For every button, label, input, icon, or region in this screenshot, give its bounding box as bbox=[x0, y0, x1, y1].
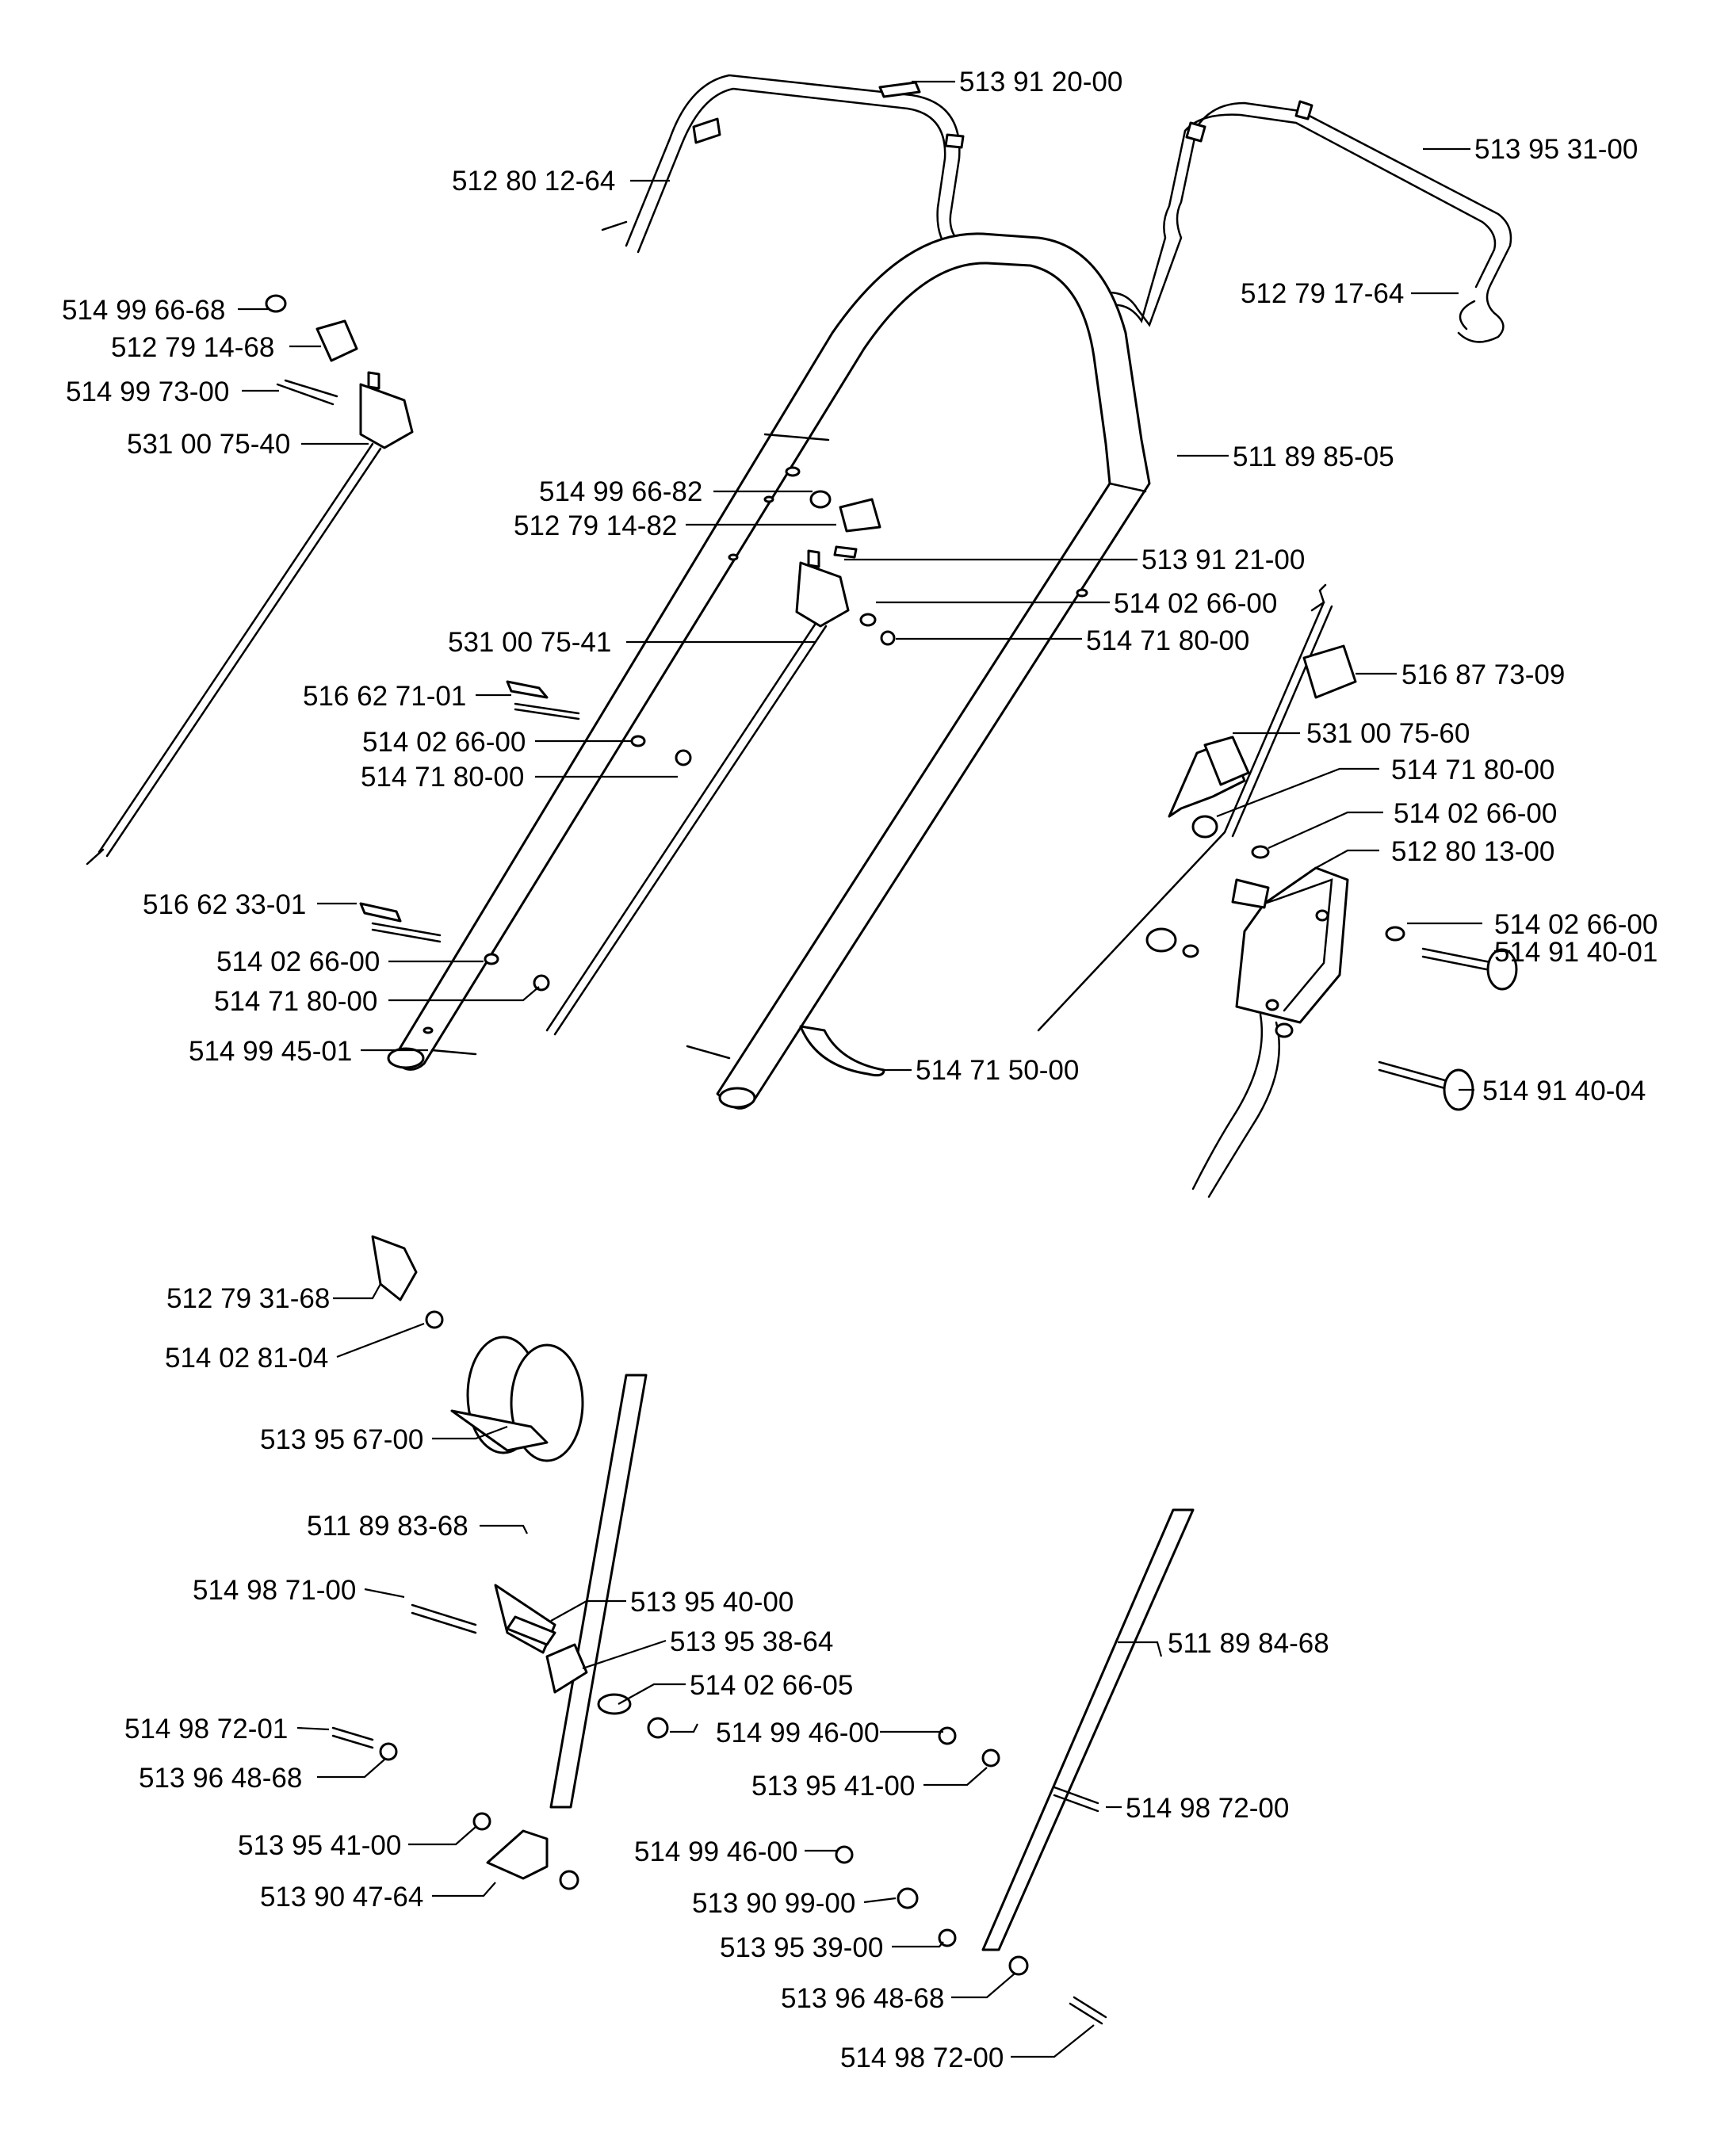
label-514-71-80-00-b: 514 71 80-00 bbox=[361, 762, 524, 793]
label-514-02-66-00-e: 514 02 66-00 bbox=[216, 946, 380, 977]
label-531-00-75-41: 531 00 75-41 bbox=[448, 627, 611, 658]
label-514-71-80-00-d: 514 71 80-00 bbox=[214, 986, 377, 1017]
label-514-71-50-00: 514 71 50-00 bbox=[916, 1055, 1079, 1086]
label-514-99-66-68: 514 99 66-68 bbox=[62, 295, 225, 326]
cable-531-00-75-40 bbox=[86, 371, 414, 866]
bail-handle-front bbox=[601, 74, 988, 259]
label-513-95-31-00: 513 95 31-00 bbox=[1474, 134, 1638, 165]
label-514-02-66-00-a: 514 02 66-00 bbox=[1114, 588, 1277, 619]
label-514-98-71-00: 514 98 71-00 bbox=[193, 1575, 356, 1606]
label-516-62-71-01: 516 62 71-01 bbox=[303, 681, 466, 712]
label-514-98-72-01: 514 98 72-01 bbox=[124, 1714, 288, 1744]
label-514-71-80-00-a: 514 71 80-00 bbox=[1086, 625, 1249, 656]
top-hardware bbox=[265, 294, 1518, 1111]
label-512-79-14-68: 512 79 14-68 bbox=[111, 332, 274, 363]
label-513-96-48-68-b: 513 96 48-68 bbox=[781, 1983, 944, 2014]
label-513-95-41-00-b: 513 95 41-00 bbox=[238, 1830, 401, 1861]
label-511-89-85-05: 511 89 85-05 bbox=[1233, 441, 1394, 472]
label-531-00-75-60: 531 00 75-60 bbox=[1306, 718, 1470, 749]
label-514-98-72-00-a: 514 98 72-00 bbox=[1126, 1793, 1289, 1824]
label-514-99-46-00-b: 514 99 46-00 bbox=[634, 1836, 797, 1867]
label-514-71-80-00-c: 514 71 80-00 bbox=[1391, 755, 1554, 785]
label-513-95-40-00: 513 95 40-00 bbox=[630, 1587, 793, 1618]
label-514-99-45-01: 514 99 45-01 bbox=[189, 1036, 352, 1067]
label-513-95-67-00: 513 95 67-00 bbox=[260, 1424, 423, 1455]
lower-right-assembly bbox=[981, 1508, 1195, 2025]
label-514-91-40-01: 514 91 40-01 bbox=[1494, 937, 1658, 968]
label-512-79-14-82: 512 79 14-82 bbox=[514, 510, 677, 541]
label-516-87-73-09: 516 87 73-09 bbox=[1401, 659, 1565, 690]
clip bbox=[1302, 644, 1357, 699]
lower-left-assembly bbox=[331, 1235, 1000, 1947]
label-513-95-38-64: 513 95 38-64 bbox=[670, 1626, 833, 1657]
label-514-99-66-82: 514 99 66-82 bbox=[539, 476, 702, 507]
cable-531-00-75-41 bbox=[545, 549, 850, 1036]
label-512-80-13-00: 512 80 13-00 bbox=[1391, 836, 1554, 867]
label-513-91-21-00: 513 91 21-00 bbox=[1141, 545, 1305, 575]
label-512-79-17-64: 512 79 17-64 bbox=[1241, 278, 1404, 309]
label-512-79-31-68: 512 79 31-68 bbox=[166, 1283, 330, 1314]
label-514-02-66-00-d: 514 02 66-00 bbox=[1494, 909, 1658, 940]
label-514-02-66-00-b: 514 02 66-00 bbox=[362, 727, 526, 758]
label-513-90-47-64: 513 90 47-64 bbox=[260, 1882, 423, 1913]
label-511-89-83-68: 511 89 83-68 bbox=[307, 1511, 468, 1542]
label-513-91-20-00: 513 91 20-00 bbox=[959, 67, 1122, 97]
label-514-02-66-00-c: 514 02 66-00 bbox=[1394, 798, 1557, 829]
label-513-90-99-00: 513 90 99-00 bbox=[692, 1888, 855, 1919]
label-512-80-12-64: 512 80 12-64 bbox=[452, 166, 615, 197]
label-513-96-48-68-a: 513 96 48-68 bbox=[139, 1763, 302, 1794]
label-513-95-41-00-a: 513 95 41-00 bbox=[751, 1771, 915, 1802]
label-516-62-33-01: 516 62 33-01 bbox=[143, 889, 306, 920]
label-514-99-73-00: 514 99 73-00 bbox=[66, 376, 229, 407]
label-531-00-75-40: 531 00 75-40 bbox=[127, 429, 290, 460]
label-514-02-66-05: 514 02 66-05 bbox=[690, 1670, 853, 1701]
label-514-98-72-00-b: 514 98 72-00 bbox=[840, 2043, 1004, 2073]
label-514-91-40-04: 514 91 40-04 bbox=[1482, 1076, 1646, 1106]
main-handle-tube bbox=[387, 232, 1151, 1110]
label-514-02-81-04: 514 02 81-04 bbox=[165, 1343, 328, 1374]
control-box bbox=[1191, 866, 1349, 1198]
cable-531-00-75-60 bbox=[1037, 583, 1333, 1032]
bail-handle-rear bbox=[1100, 100, 1512, 343]
part-labels: 513 91 20-00 512 80 12-64 513 95 31-00 5… bbox=[62, 67, 1658, 2073]
label-511-89-84-68: 511 89 84-68 bbox=[1168, 1628, 1329, 1659]
label-513-95-39-00: 513 95 39-00 bbox=[720, 1932, 883, 1963]
label-514-99-46-00-a: 514 99 46-00 bbox=[716, 1718, 879, 1748]
leader-lines bbox=[238, 80, 1510, 2058]
